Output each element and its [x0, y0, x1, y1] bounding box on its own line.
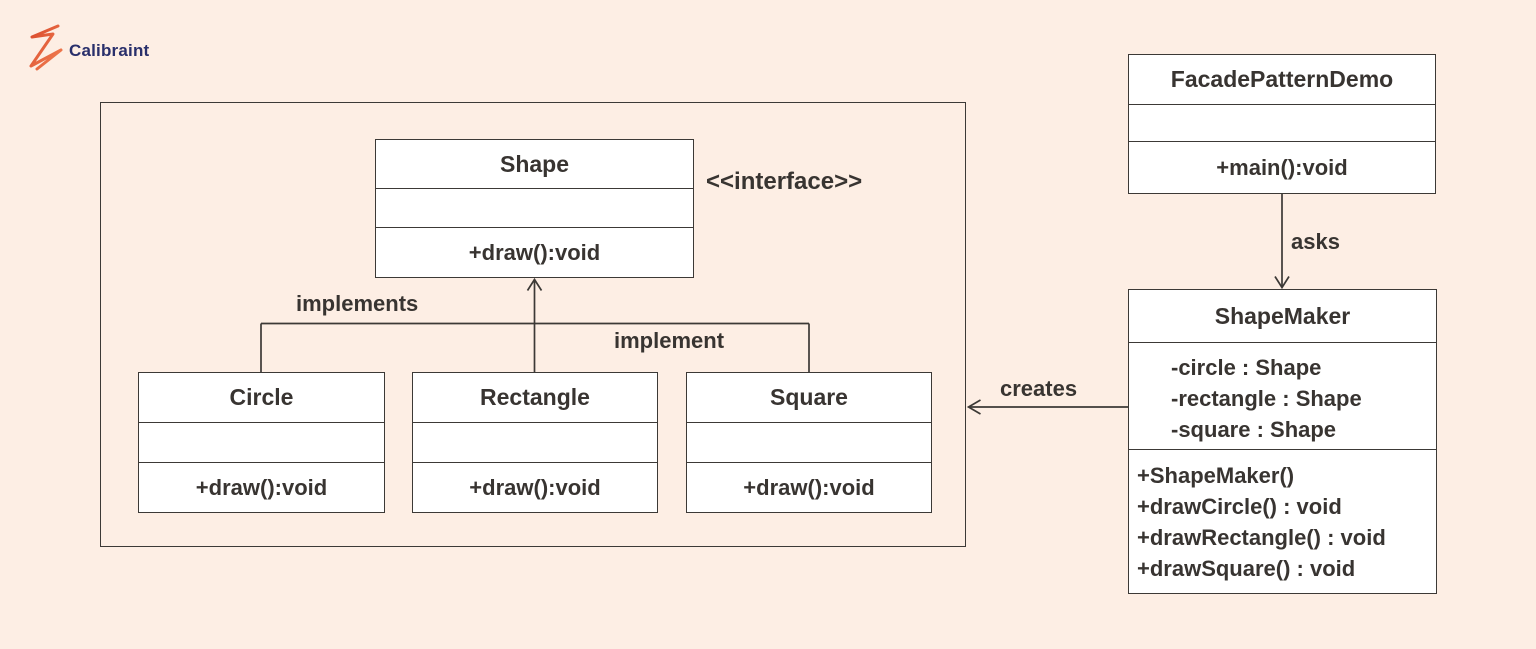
method-label: +draw():void	[469, 474, 601, 500]
method-label: +drawCircle() : void	[1137, 494, 1342, 519]
method-label: +ShapeMaker()	[1137, 463, 1295, 488]
method-label: +draw():void	[195, 474, 328, 500]
attributes-compartment-shape	[376, 189, 693, 228]
calibraint-zigzag-icon	[26, 24, 64, 71]
class-box-shape: Shape +draw():void	[375, 139, 694, 278]
methods-compartment-shapemaker: +ShapeMaker() +drawCircle() : void +draw…	[1129, 450, 1436, 593]
class-name-shape: Shape	[376, 140, 693, 189]
methods-compartment-circle: +draw():void	[139, 463, 384, 512]
implements-label: implements	[296, 291, 419, 316]
class-name-facadepatterndemo: FacadePatternDemo	[1129, 55, 1435, 105]
methods-compartment-shape: +draw():void	[376, 228, 693, 277]
brand-name: Calibraint	[69, 40, 150, 60]
attributes-compartment-shapemaker: -circle : Shape -rectangle : Shape -squa…	[1129, 343, 1436, 450]
brand-logo: Calibraint	[26, 24, 149, 71]
method-label: +drawRectangle() : void	[1137, 525, 1386, 550]
method-label: +draw():void	[743, 474, 875, 500]
class-name-rectangle: Rectangle	[413, 373, 657, 423]
attributes-compartment-facadepatterndemo	[1129, 105, 1435, 142]
asks-label: asks	[1291, 229, 1340, 254]
attributes-compartment-circle	[139, 423, 384, 463]
class-name-shapemaker: ShapeMaker	[1129, 290, 1436, 343]
class-name-square: Square	[687, 373, 931, 423]
method-label: +draw():void	[468, 239, 601, 265]
interface-stereotype-label: <<interface>>	[706, 168, 863, 195]
creates-arrow	[966, 399, 1128, 415]
attribute-label: -circle : Shape	[1171, 355, 1322, 380]
attribute-label: -square : Shape	[1171, 417, 1337, 442]
subsystem-container-box	[100, 102, 966, 547]
attribute-label: -rectangle : Shape	[1171, 386, 1362, 411]
class-box-facadepatterndemo: FacadePatternDemo +main():void	[1128, 54, 1436, 194]
method-label: +main():void	[1216, 154, 1348, 180]
attributes-compartment-rectangle	[413, 423, 657, 463]
methods-compartment-facadepatterndemo: +main():void	[1129, 142, 1435, 193]
class-box-rectangle: Rectangle +draw():void	[412, 372, 658, 513]
implement-label: implement	[614, 328, 725, 353]
attributes-compartment-square	[687, 423, 931, 463]
creates-label: creates	[1000, 376, 1078, 401]
class-box-circle: Circle +draw():void	[138, 372, 385, 513]
methods-compartment-square: +draw():void	[687, 463, 931, 512]
class-name-circle: Circle	[139, 373, 384, 423]
class-box-shapemaker: ShapeMaker -circle : Shape -rectangle : …	[1128, 289, 1437, 594]
method-label: +drawSquare() : void	[1137, 556, 1356, 581]
methods-compartment-rectangle: +draw():void	[413, 463, 657, 512]
asks-arrow	[1274, 194, 1290, 290]
class-box-square: Square +draw():void	[686, 372, 932, 513]
